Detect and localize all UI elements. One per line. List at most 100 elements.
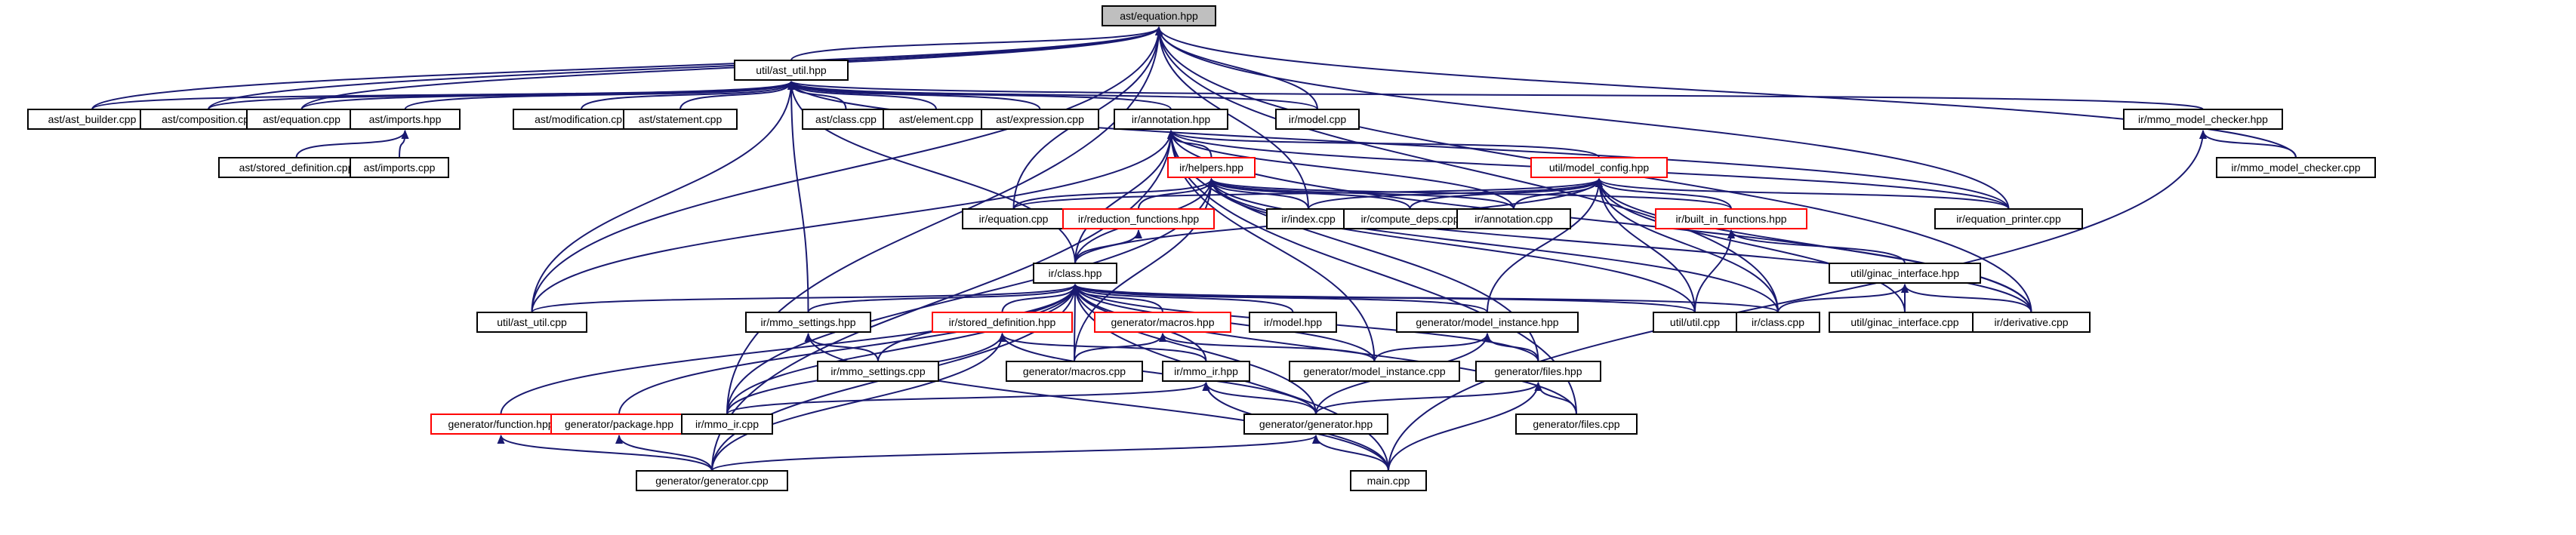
edge-ast_statement-to-ast_util_hpp [679, 81, 795, 110]
node-label: ir/compute_deps.cpp [1361, 213, 1459, 225]
node-ir-model-cpp[interactable]: ir/model.cpp [1275, 109, 1360, 130]
edge-generator_generator_cpp-to-generator_function_hpp [497, 435, 713, 472]
node-util-ast-util-cpp[interactable]: util/ast_util.cpp [476, 312, 587, 333]
node-generator-files-hpp[interactable]: generator/files.hpp [1475, 361, 1601, 382]
node-box [817, 361, 939, 382]
node-ast-ast-builder-cpp[interactable]: ast/ast_builder.cpp [27, 109, 157, 130]
edge-main_cpp-to-ir_mmo_checker_hpp [1388, 130, 2207, 472]
node-ir-class-cpp[interactable]: ir/class.cpp [1736, 312, 1820, 333]
node-label: ir/mmo_ir.cpp [695, 418, 759, 430]
edge-generator_macros_cpp-to-generator_macros_hpp [1074, 333, 1166, 362]
edge-generator_files_hpp-to-generator_model_instance_hpp [1484, 333, 1539, 362]
node-generator-model-instance-cpp[interactable]: generator/model_instance.cpp [1289, 361, 1460, 382]
node-ast-imports-hpp[interactable]: ast/imports.hpp [350, 109, 461, 130]
edge-ir_derivative_cpp-to-util_model_config [1595, 178, 2032, 313]
node-box [1396, 312, 1579, 333]
edge-ir_model_cpp-to-ast_util_hpp [787, 81, 1318, 110]
edge-generator_generator_hpp-to-ir_mmo_ir_hpp [1202, 382, 1317, 415]
edge-generator_generator_cpp-to-generator_package_hpp [615, 435, 713, 472]
node-util-model-config-hpp[interactable]: util/model_config.hpp [1530, 157, 1668, 178]
node-ir-derivative-cpp[interactable]: ir/derivative.cpp [1972, 312, 2091, 333]
node-box [981, 109, 1099, 130]
node-ast-class-cpp[interactable]: ast/class.cpp [802, 109, 890, 130]
node-main-cpp[interactable]: main.cpp [1350, 470, 1427, 491]
node-label: generator/macros.cpp [1023, 365, 1126, 377]
node-ast-equation-cpp[interactable]: ast/equation.cpp [246, 109, 357, 130]
node-ir-equation-cpp[interactable]: ir/equation.cpp [962, 208, 1065, 229]
edge-ir_mmo_ir_cpp-to-ir_class_hpp [726, 284, 1079, 415]
node-util-ast-util-hpp[interactable]: util/ast_util.hpp [734, 60, 849, 81]
node-ir-annotation-cpp[interactable]: ir/annotation.cpp [1456, 208, 1571, 229]
node-box [745, 312, 871, 333]
node-ir-stored-definition-hpp[interactable]: ir/stored_definition.hpp [932, 312, 1073, 333]
node-util-util-cpp[interactable]: util/util.cpp [1653, 312, 1737, 333]
node-ast-equation-hpp[interactable]: ast/equation.hpp [1102, 5, 1216, 26]
edge-ir_index_cpp-to-root [1155, 26, 1309, 210]
node-label: ir/stored_definition.hpp [949, 316, 1056, 328]
node-ast-imports-cpp[interactable]: ast/imports.cpp [350, 157, 449, 178]
edge-ir_class_cpp-to-ir_class_hpp [1071, 284, 1779, 313]
edge-ir_built_in_functions-to-util_model_config [1595, 178, 1732, 210]
edge-generator_macros_cpp-to-ir_class_hpp [1071, 284, 1079, 362]
edge-util_ginac_interface_cpp-to-util_model_config [1595, 178, 1906, 313]
node-box [2123, 109, 2283, 130]
node-ir-helpers-hpp[interactable]: ir/helpers.hpp [1167, 157, 1256, 178]
node-box [1653, 312, 1737, 333]
node-ir-annotation-hpp[interactable]: ir/annotation.hpp [1114, 109, 1228, 130]
node-box [27, 109, 157, 130]
node-ir-mmo-model-checker-hpp[interactable]: ir/mmo_model_checker.hpp [2123, 109, 2283, 130]
edge-ir_index_cpp-to-util_model_config [1308, 178, 1603, 210]
node-ir-index-cpp[interactable]: ir/index.cpp [1266, 208, 1351, 229]
node-ast-element-cpp[interactable]: ast/element.cpp [883, 109, 990, 130]
edge-generator_generator_hpp-to-ir_class_hpp [1071, 284, 1317, 415]
edge-util_ginac_interface_hpp-to-ir_built_in_functions [1727, 229, 1906, 264]
node-label: ast/class.cpp [815, 113, 877, 125]
node-ir-mmo-settings-cpp[interactable]: ir/mmo_settings.cpp [817, 361, 939, 382]
node-ir-class-hpp[interactable]: ir/class.hpp [1033, 263, 1117, 284]
node-generator-generator-cpp[interactable]: generator/generator.cpp [636, 470, 788, 491]
node-ast-statement-cpp[interactable]: ast/statement.cpp [623, 109, 738, 130]
node-util-ginac-interface-cpp[interactable]: util/ginac_interface.cpp [1829, 312, 1981, 333]
edge-ir_mmo_checker_hpp-to-ast_util_hpp [787, 81, 2204, 110]
node-label: ir/derivative.cpp [1994, 316, 2068, 328]
node-ast-expression-cpp[interactable]: ast/expression.cpp [981, 109, 1099, 130]
node-ir-compute-deps-cpp[interactable]: ir/compute_deps.cpp [1343, 208, 1477, 229]
node-generator-model-instance-hpp[interactable]: generator/model_instance.hpp [1396, 312, 1579, 333]
node-label: ir/class.hpp [1049, 267, 1102, 279]
node-util-ginac-interface-hpp[interactable]: util/ginac_interface.hpp [1829, 263, 1981, 284]
node-box [476, 312, 587, 333]
node-label: ir/model.cpp [1289, 113, 1346, 125]
node-generator-package-hpp[interactable]: generator/package.hpp [550, 414, 688, 435]
node-box [1972, 312, 2091, 333]
edge-ir_annotation_cpp-to-ir_helpers_hpp [1207, 178, 1514, 210]
node-box [1530, 157, 1668, 178]
node-generator-files-cpp[interactable]: generator/files.cpp [1515, 414, 1638, 435]
node-label: ast/stored_definition.cpp [239, 161, 354, 174]
edge-ir_mmo_checker_cpp-to-root [1155, 26, 2297, 158]
edges-layer [91, 26, 2297, 472]
node-ir-model-hpp[interactable]: ir/model.hpp [1249, 312, 1337, 333]
node-ir-mmo-settings-hpp[interactable]: ir/mmo_settings.hpp [745, 312, 871, 333]
node-box [350, 109, 461, 130]
node-label: ast/imports.cpp [364, 161, 436, 174]
edge-util_util_cpp-to-ir_built_in_functions [1694, 229, 1735, 313]
node-label: ir/annotation.hpp [1132, 113, 1211, 125]
node-box [430, 414, 572, 435]
node-ir-mmo-ir-cpp[interactable]: ir/mmo_ir.cpp [681, 414, 773, 435]
node-ir-built-in-functions-hpp[interactable]: ir/built_in_functions.hpp [1655, 208, 1807, 229]
node-box [636, 470, 788, 491]
node-label: generator/files.cpp [1533, 418, 1619, 430]
node-generator-generator-hpp[interactable]: generator/generator.hpp [1243, 414, 1388, 435]
node-label: ir/index.cpp [1281, 213, 1336, 225]
edge-generator_package_hpp-to-ir_class_hpp [618, 284, 1079, 415]
node-ir-mmo-ir-hpp[interactable]: ir/mmo_ir.hpp [1162, 361, 1250, 382]
node-generator-macros-hpp[interactable]: generator/macros.hpp [1094, 312, 1231, 333]
node-ir-equation-printer-cpp[interactable]: ir/equation_printer.cpp [1934, 208, 2083, 229]
node-box [1033, 263, 1117, 284]
node-ir-mmo-model-checker-cpp[interactable]: ir/mmo_model_checker.cpp [2216, 157, 2376, 178]
node-box [350, 157, 449, 178]
node-generator-macros-cpp[interactable]: generator/macros.cpp [1006, 361, 1143, 382]
node-ir-reduction-functions-hpp[interactable]: ir/reduction_functions.hpp [1062, 208, 1215, 229]
node-generator-function-hpp[interactable]: generator/function.hpp [430, 414, 572, 435]
